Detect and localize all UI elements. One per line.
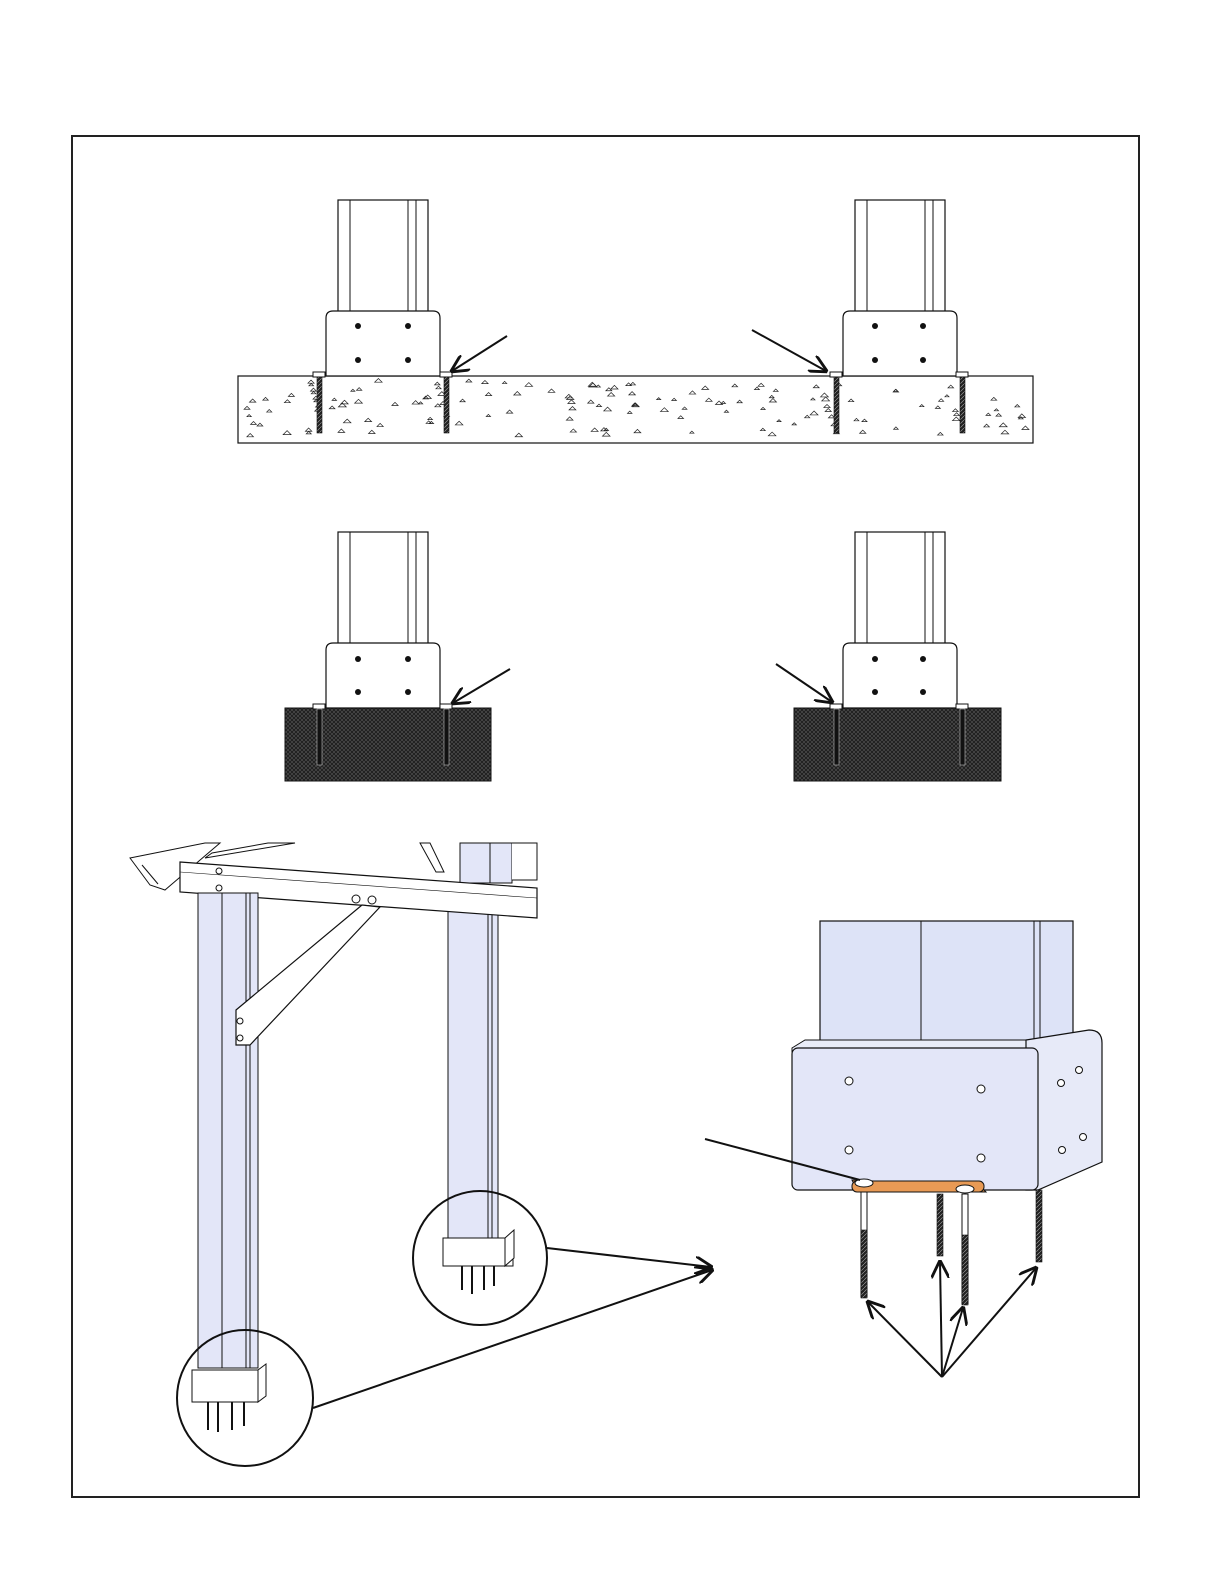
post-left-ground	[338, 532, 428, 644]
arrow-detail-from-rear	[547, 1248, 711, 1267]
post-bracket-right-ground	[843, 643, 957, 708]
arrow-concrete-right	[752, 330, 826, 371]
arrow-concrete-left	[452, 336, 507, 371]
arrow-detail-from-front	[313, 1270, 712, 1408]
post-front-left	[198, 893, 258, 1368]
bracket-detail-panel	[705, 921, 1102, 1377]
arrow-ground-right	[776, 664, 832, 702]
arrow-ground-left	[453, 669, 510, 703]
concrete-install-panel	[238, 200, 1033, 443]
gazebo-overview-panel	[130, 843, 712, 1466]
ground-block-right	[794, 708, 1001, 781]
ground-install-panel	[285, 532, 1001, 781]
detail-post	[820, 921, 1073, 1056]
arrows-to-lag-screws	[868, 1262, 1036, 1377]
post-bracket-left-ground	[326, 643, 440, 708]
detail-lag-screws	[855, 1179, 1042, 1305]
post-bracket-right-concrete	[843, 311, 957, 376]
post-left-concrete	[338, 200, 428, 312]
post-right-concrete	[855, 200, 945, 312]
post-right-ground	[855, 532, 945, 644]
ground-block-left	[285, 708, 491, 781]
post-bracket-left-concrete	[326, 311, 440, 376]
detail-post-bracket	[792, 1030, 1102, 1190]
roof-rafter	[205, 843, 295, 858]
